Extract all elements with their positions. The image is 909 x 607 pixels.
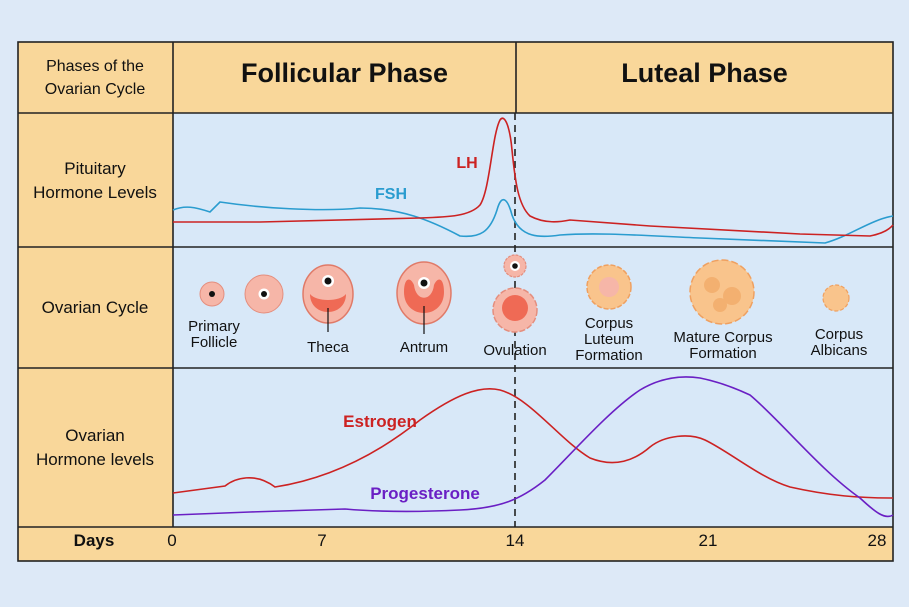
estrogen-curve	[172, 388, 894, 499]
row-label-days: Days	[73, 531, 115, 550]
theca-follicle	[302, 264, 354, 332]
header-row-bg	[173, 42, 893, 113]
primary-follicle-large	[244, 274, 284, 314]
stage-label-mature-corpus: Mature Corpus Formation	[673, 329, 773, 362]
antrum-follicle	[396, 261, 452, 334]
day-tick-0: 0	[167, 531, 177, 550]
row-label-pituitary: Pituitary Hormone Levels	[33, 158, 157, 202]
corpus-luteum-formation	[586, 264, 632, 310]
stage-label-corpus-luteum: Corpus Luteum Formation	[575, 315, 643, 364]
corpus-albicans	[822, 284, 850, 312]
day-tick-21: 21	[698, 531, 718, 550]
stage-label-primary-follicle: Primary Follicle	[188, 318, 240, 351]
fsh-curve	[172, 198, 894, 244]
grid-lines	[17, 41, 894, 562]
progesterone-label: Progesterone	[370, 484, 480, 503]
follicular-phase-title: Follicular Phase	[240, 58, 449, 88]
day-tick-28: 28	[867, 531, 887, 550]
stage-label-ovulation: Ovulation	[483, 342, 547, 359]
luteal-phase-title: Luteal Phase	[621, 58, 788, 88]
days-row-bg	[18, 527, 893, 561]
progesterone-curve	[172, 376, 894, 518]
stage-label-theca: Theca	[307, 339, 349, 356]
ovulation-egg-icon	[503, 254, 527, 278]
lh-curve	[173, 117, 894, 237]
row-label-ovarian-cycle: Ovarian Cycle	[41, 298, 149, 317]
stage-label-antrum: Antrum	[399, 339, 449, 356]
label-column-bg	[18, 42, 173, 527]
ovulation-follicle	[492, 287, 538, 333]
primary-follicle-small	[199, 281, 225, 307]
fsh-label: FSH	[375, 186, 407, 203]
estrogen-label: Estrogen	[343, 412, 417, 431]
day-tick-7: 7	[317, 531, 327, 550]
mature-corpus	[689, 259, 755, 325]
row-label-ovarian-hormones: Ovarian Hormone levels	[35, 426, 155, 469]
row-title-phases: Phases of the Ovarian Cycle	[44, 58, 146, 98]
lh-label: LH	[456, 155, 477, 172]
day-tick-14: 14	[505, 531, 525, 550]
stage-label-corpus-albicans: Corpus Albicans	[810, 326, 868, 359]
